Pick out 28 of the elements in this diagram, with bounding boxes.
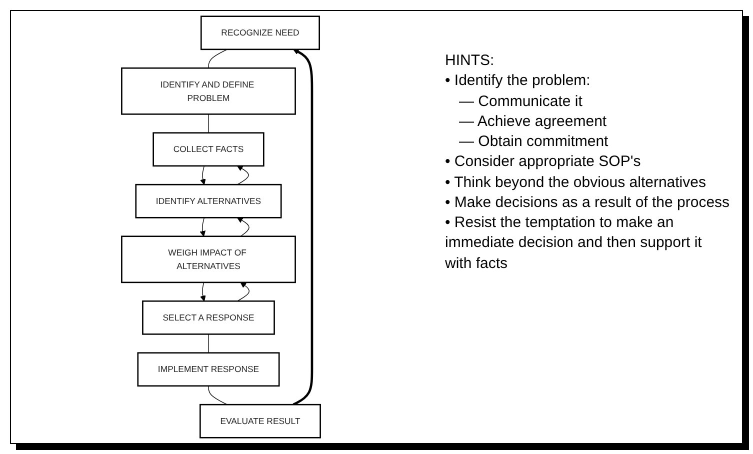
node-box: EVALUATE RESULT xyxy=(200,404,321,438)
hint-text: — Obtain commitment xyxy=(458,132,610,152)
node-box: IMPLEMENT RESPONSE xyxy=(137,352,280,387)
node-box: IDENTIFY AND DEFINE PROBLEM xyxy=(121,67,296,115)
hint-text: — Communicate it xyxy=(458,92,584,112)
arrow xyxy=(200,166,206,185)
connector xyxy=(208,49,228,68)
hint-text: • Resist the temptation to make an immediate decision and then support it with facts xyxy=(445,213,703,274)
arrow xyxy=(200,217,206,237)
node-box: COLLECT FACTS xyxy=(152,132,264,167)
arrow xyxy=(200,282,206,302)
hints-heading: HINTS: xyxy=(445,51,496,71)
hint-text: • Consider appropriate SOP's xyxy=(445,152,642,172)
arrow xyxy=(292,49,314,406)
connector xyxy=(208,114,209,134)
arrow xyxy=(236,282,250,302)
connector xyxy=(208,386,228,405)
arrow xyxy=(236,166,249,185)
hint-text: • Think beyond the obvious alternatives xyxy=(445,172,707,192)
hint-text: • Identify the problem: xyxy=(445,71,592,92)
node-box: IDENTIFY ALTERNATIVES xyxy=(135,184,282,218)
hint-text: • Make decisions as a result of the process xyxy=(445,192,731,213)
node-box: SELECT A RESPONSE xyxy=(142,300,275,335)
node-box: RECOGNIZE NEED xyxy=(200,16,320,50)
connector xyxy=(208,334,209,354)
arrow xyxy=(237,217,250,237)
hint-text: — Achieve agreement xyxy=(458,112,608,132)
node-box: WEIGH IMPACT OF ALTERNATIVES xyxy=(121,236,296,284)
